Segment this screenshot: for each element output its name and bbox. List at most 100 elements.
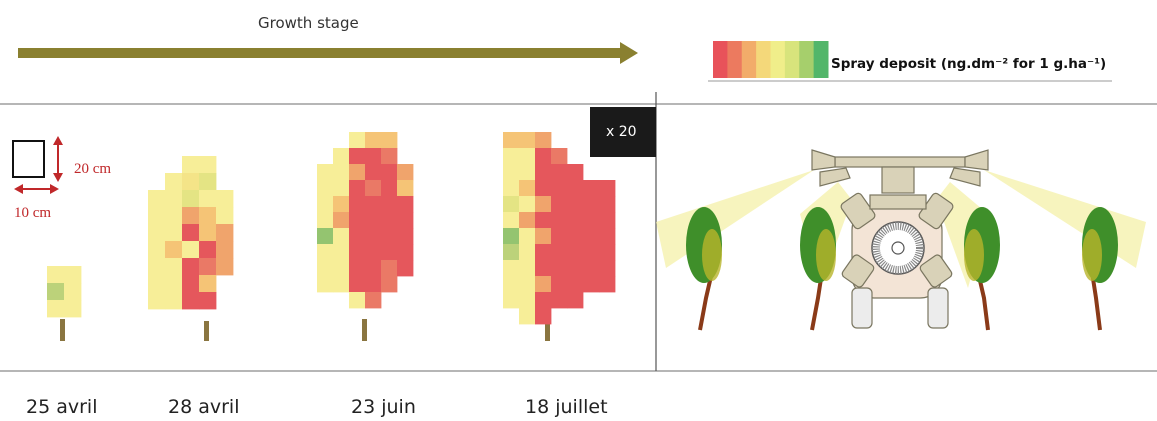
deposit-cell: [148, 258, 166, 276]
deposit-cell: [519, 196, 536, 213]
sprayer-boom: [811, 149, 989, 194]
deposit-cell: [519, 244, 536, 261]
deposit-cell: [519, 164, 536, 181]
deposit-cell: [148, 292, 166, 310]
deposit-cell: [182, 173, 200, 191]
deposit-cell: [567, 228, 584, 245]
deposit-cell: [182, 207, 200, 225]
trunk-2: [362, 319, 367, 341]
deposit-cell: [165, 173, 183, 191]
deposit-cell: [148, 224, 166, 242]
deposit-cell: [519, 276, 536, 293]
deposit-cell: [64, 300, 82, 318]
trunk-3: [545, 321, 550, 341]
deposit-cell: [583, 180, 600, 197]
deposit-cell: [182, 156, 200, 174]
deposit-cell: [535, 276, 552, 293]
deposit-cell: [199, 190, 217, 208]
deposit-cell: [503, 180, 520, 197]
deposit-cell: [333, 260, 350, 277]
deposit-cell: [349, 228, 366, 245]
deposit-cell: [381, 196, 398, 213]
scale-height-label: 20 cm: [74, 161, 112, 177]
deposit-cell: [165, 241, 183, 259]
deposit-cell: [333, 212, 350, 229]
deposit-cell: [397, 196, 414, 213]
deposit-cell: [535, 260, 552, 277]
deposit-grid-18-juillet: [503, 132, 616, 325]
deposit-cell: [567, 244, 584, 261]
deposit-cell: [317, 260, 334, 277]
deposit-cell: [165, 258, 183, 276]
vine-tree-4: [1082, 207, 1118, 331]
deposit-cell: [333, 180, 350, 197]
deposit-cell: [503, 212, 520, 229]
deposit-cell: [333, 228, 350, 245]
deposit-cell: [599, 228, 616, 245]
deposit-cell: [365, 148, 382, 165]
deposit-cell: [165, 190, 183, 208]
deposit-cell: [535, 148, 552, 165]
deposit-cell: [503, 292, 520, 309]
deposit-cell: [535, 132, 552, 149]
deposit-cell: [599, 212, 616, 229]
deposit-cell: [551, 196, 568, 213]
deposit-cell: [349, 244, 366, 261]
deposit-cell: [567, 212, 584, 229]
deposit-cell: [317, 196, 334, 213]
deposit-cell: [599, 196, 616, 213]
deposit-cell: [148, 241, 166, 259]
deposit-cell: [317, 180, 334, 197]
deposit-cell: [349, 164, 366, 181]
deposit-cell: [182, 292, 200, 310]
deposit-cell: [535, 244, 552, 261]
legend-title: Spray deposit (ng.dm⁻² for 1 g.ha⁻¹): [831, 56, 1107, 72]
deposit-cell: [333, 164, 350, 181]
deposit-cell: [64, 283, 82, 301]
deposit-cell: [199, 275, 217, 293]
deposit-cell: [381, 212, 398, 229]
deposit-cell: [199, 241, 217, 259]
deposit-cell: [519, 308, 536, 325]
growth-stage-label: Growth stage: [258, 14, 359, 32]
deposit-cell: [503, 148, 520, 165]
deposit-grid-25-avril: [47, 266, 82, 318]
legend-swatch: [784, 41, 800, 78]
deposit-cell: [333, 196, 350, 213]
deposit-cell: [599, 276, 616, 293]
deposit-cell: [503, 228, 520, 245]
deposit-cell: [333, 244, 350, 261]
deposit-cell: [535, 228, 552, 245]
deposit-cell: [519, 180, 536, 197]
deposit-cell: [535, 212, 552, 229]
deposit-cell: [365, 164, 382, 181]
reference-square: [12, 140, 45, 178]
deposit-cell: [365, 212, 382, 229]
deposit-cell: [381, 260, 398, 277]
deposit-cell: [535, 164, 552, 181]
deposit-cell: [317, 212, 334, 229]
deposit-cell: [551, 180, 568, 197]
deposit-cell: [64, 266, 82, 284]
deposit-cell: [365, 180, 382, 197]
legend-swatch: [770, 41, 786, 78]
deposit-cell: [551, 212, 568, 229]
trunk-0: [60, 319, 65, 341]
deposit-cell: [199, 156, 217, 174]
deposit-cell: [216, 207, 234, 225]
deposit-cell: [199, 207, 217, 225]
date-label: 28 avril: [168, 396, 240, 418]
legend-swatch: [813, 41, 829, 78]
deposit-cell: [199, 292, 217, 310]
deposit-cell: [583, 212, 600, 229]
deposit-cell: [365, 132, 382, 149]
deposit-cell: [397, 228, 414, 245]
deposit-cell: [182, 190, 200, 208]
deposit-cell: [182, 258, 200, 276]
deposit-cell: [381, 180, 398, 197]
deposit-cell: [365, 228, 382, 245]
spray-cone-left-outer: [656, 170, 814, 268]
vine-tree-3: [964, 207, 1000, 331]
deposit-cell: [551, 164, 568, 181]
deposit-cell: [397, 212, 414, 229]
